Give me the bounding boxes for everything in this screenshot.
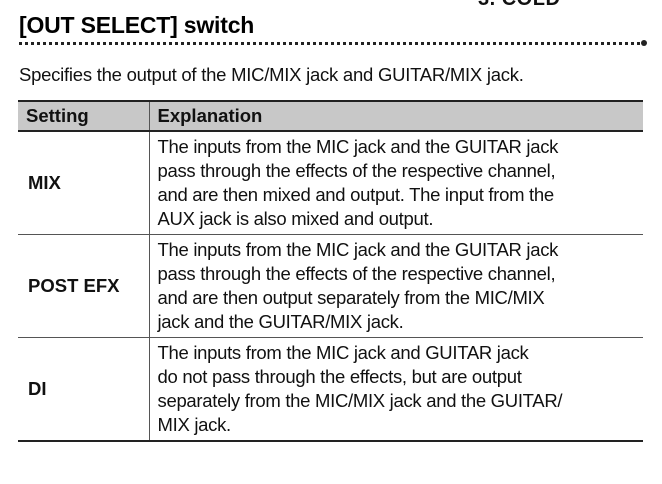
dotted-divider bbox=[19, 42, 640, 45]
setting-cell: MIX bbox=[18, 131, 149, 235]
previous-section-fragment: 3. COLD bbox=[478, 0, 560, 11]
explanation-line: The inputs from the MIC jack and the GUI… bbox=[157, 136, 559, 157]
header-setting: Setting bbox=[18, 100, 149, 132]
setting-cell: DI bbox=[18, 337, 149, 442]
settings-table: Setting Explanation MIX The inputs from … bbox=[18, 100, 643, 442]
table-row-post-efx: POST EFX The inputs from the MIC jack an… bbox=[18, 234, 643, 338]
explanation-line: AUX jack is also mixed and output. bbox=[157, 208, 434, 229]
table-row-di: DI The inputs from the MIC jack and GUIT… bbox=[18, 337, 643, 442]
explanation-cell: The inputs from the MIC jack and the GUI… bbox=[148, 234, 643, 338]
explanation-line: and are then mixed and output. The input… bbox=[157, 184, 555, 205]
explanation-line: The inputs from the MIC jack and the GUI… bbox=[157, 239, 559, 260]
section-intro: Specifies the output of the MIC/MIX jack… bbox=[19, 64, 524, 85]
header-explanation: Explanation bbox=[148, 100, 643, 132]
explanation-cell: The inputs from the MIC jack and the GUI… bbox=[148, 131, 643, 235]
explanation-line: and are then output separately from the … bbox=[157, 287, 545, 308]
table-header-row: Setting Explanation bbox=[18, 100, 643, 132]
setting-cell: POST EFX bbox=[18, 234, 149, 338]
explanation-line: pass through the effects of the respecti… bbox=[157, 160, 556, 181]
explanation-line: The inputs from the MIC jack and GUITAR … bbox=[157, 342, 529, 363]
table-row-mix: MIX The inputs from the MIC jack and the… bbox=[18, 131, 643, 235]
explanation-line: separately from the MIC/MIX jack and the… bbox=[157, 390, 563, 411]
explanation-line: do not pass through the effects, but are… bbox=[157, 366, 522, 387]
divider-end-dot bbox=[641, 40, 647, 46]
explanation-line: jack and the GUITAR/MIX jack. bbox=[157, 311, 404, 332]
explanation-line: pass through the effects of the respecti… bbox=[157, 263, 556, 284]
explanation-cell: The inputs from the MIC jack and GUITAR … bbox=[148, 337, 643, 442]
section-title: [OUT SELECT] switch bbox=[19, 12, 255, 38]
explanation-line: MIX jack. bbox=[157, 414, 232, 435]
